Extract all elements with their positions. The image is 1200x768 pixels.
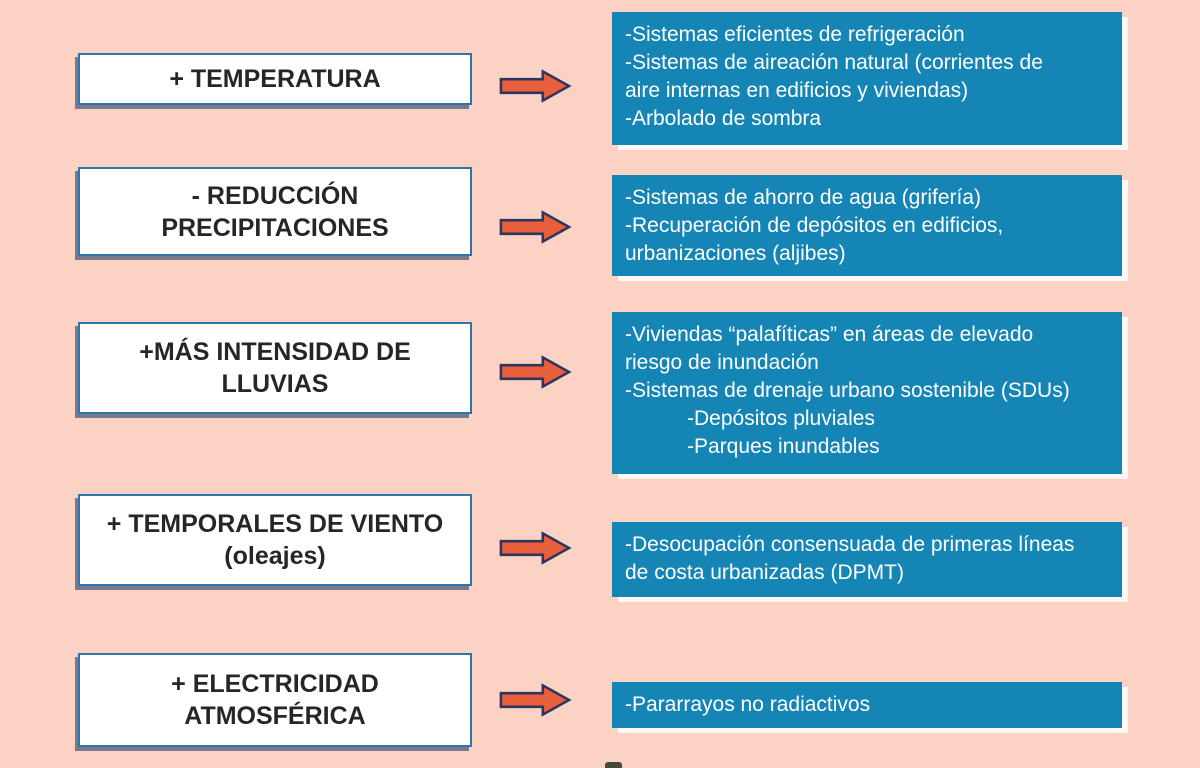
impact-box-intensidad-lluvias: +MÁS INTENSIDAD DE LLUVIAS (78, 322, 472, 414)
right-arrow-icon (499, 355, 572, 389)
impact-label: + ELECTRICIDAD ATMOSFÉRICA (171, 670, 379, 730)
measures-box-viento: -Desocupación consensuada de primeras lí… (612, 522, 1122, 597)
right-arrow-icon (499, 69, 572, 103)
measures-box-electricidad: -Pararrayos no radiactivos (612, 682, 1122, 728)
right-arrow-icon (499, 210, 572, 244)
measure-item: -Sistemas de ahorro de agua (grifería) (625, 186, 982, 209)
measures-box-lluvias: -Viviendas “palafíticas” en áreas de ele… (612, 312, 1122, 474)
measure-item: -Sistemas de drenaje urbano sostenible (… (625, 379, 1070, 402)
impact-label: + TEMPERATURA (169, 65, 381, 93)
measures-box-precipitaciones: -Sistemas de ahorro de agua (grifería) -… (612, 175, 1122, 276)
measure-item: -Sistemas de aireación natural (corrient… (625, 51, 1043, 102)
impact-box-temperatura: + TEMPERATURA (78, 53, 472, 105)
impact-box-reduccion-precipitaciones: - REDUCCIÓN PRECIPITACIONES (78, 167, 472, 256)
impact-box-electricidad-atmosferica: + ELECTRICIDAD ATMOSFÉRICA (78, 653, 472, 747)
right-arrow-icon (499, 683, 572, 717)
measure-item: -Recuperación de depósitos en edificios,… (625, 214, 1004, 265)
measure-item: -Arbolado de sombra (625, 107, 822, 130)
measure-item: -Pararrayos no radiactivos (625, 693, 871, 716)
measure-item: -Sistemas eficientes de refrigeración (625, 23, 965, 46)
impact-label: + TEMPORALES DE VIENTO (oleajes) (106, 510, 444, 570)
measure-item: -Viviendas “palafíticas” en áreas de ele… (625, 323, 1034, 374)
measures-box-temperatura: -Sistemas eficientes de refrigeración -S… (612, 12, 1122, 145)
impact-box-temporales-viento: + TEMPORALES DE VIENTO (oleajes) (78, 494, 472, 586)
measure-item: -Depósitos pluviales (687, 407, 875, 430)
impact-label: +MÁS INTENSIDAD DE LLUVIAS (139, 338, 411, 398)
measure-item: -Parques inundables (687, 435, 880, 458)
measure-item: -Desocupación consensuada de primeras lí… (625, 533, 1075, 584)
cropped-bottom-artifact (605, 762, 622, 768)
right-arrow-icon (499, 531, 572, 565)
impact-label: - REDUCCIÓN PRECIPITACIONES (161, 181, 389, 242)
